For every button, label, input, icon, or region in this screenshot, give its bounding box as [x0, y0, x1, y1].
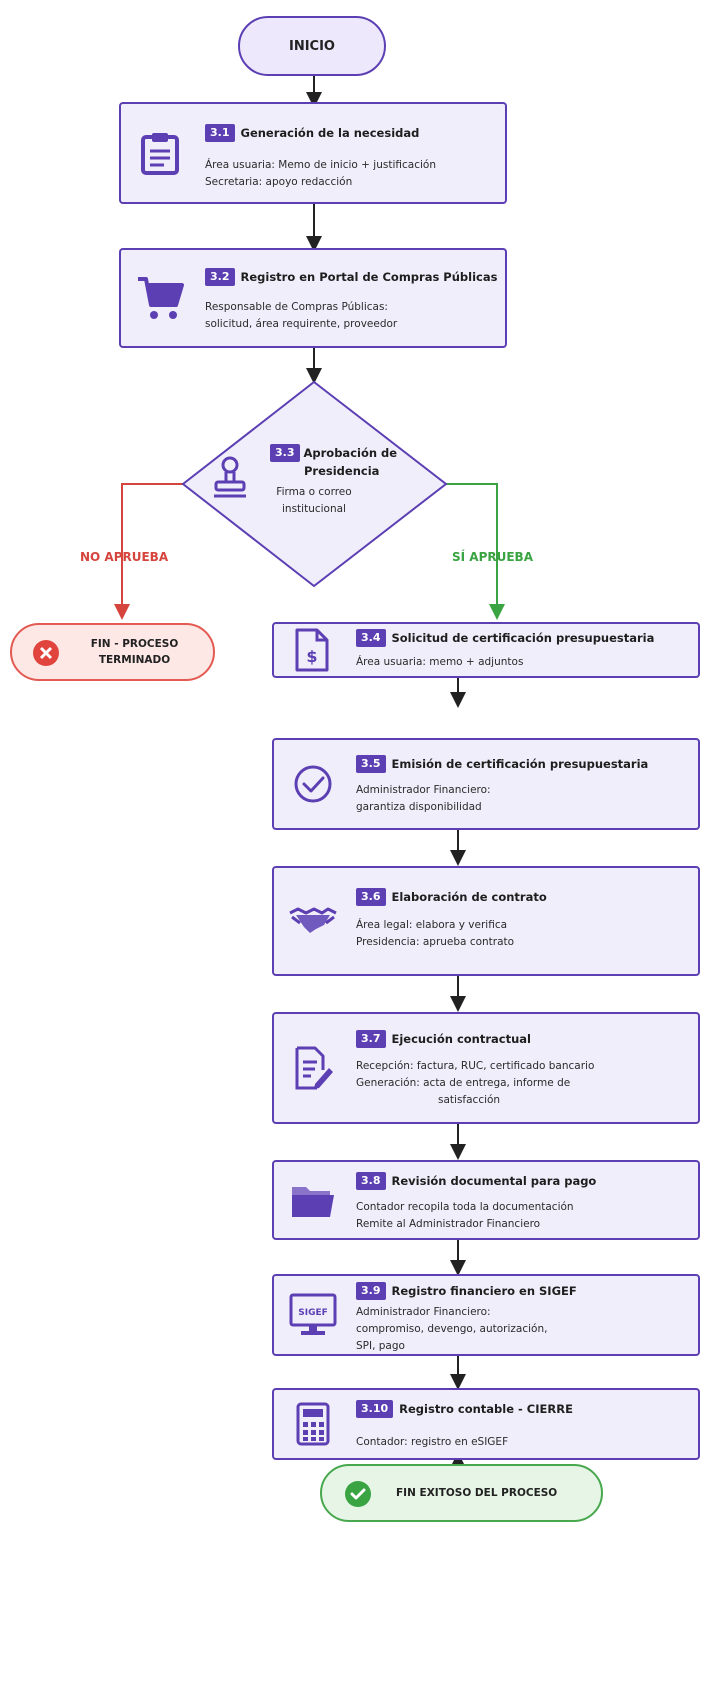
- step-3-6-card: 3.6 Elaboración de contrato Área legal: …: [272, 866, 700, 976]
- monitor-icon-text: SIGEF: [298, 1308, 328, 1318]
- clipboard-icon: [135, 128, 185, 178]
- step-title: Solicitud de certificación presupuestari…: [391, 631, 655, 645]
- check-circle-icon: [288, 759, 338, 809]
- decision-diamond: [181, 380, 448, 588]
- step-line: Firma o correo: [276, 486, 352, 498]
- step-badge: 3.8: [356, 1172, 386, 1190]
- end-success-node: FIN EXITOSO DEL PROCESO: [320, 1464, 603, 1522]
- step-title: Registro en Portal de Compras Públicas: [240, 270, 498, 284]
- end-fail-node: FIN - PROCESO TERMINADO: [10, 623, 215, 681]
- step-title: Emisión de certificación presupuestaria: [391, 757, 649, 771]
- step-title: Elaboración de contrato: [391, 890, 547, 904]
- step-badge: 3.7: [356, 1030, 386, 1048]
- end-success-label: FIN EXITOSO DEL PROCESO: [396, 1487, 558, 1499]
- step-3-5-card: 3.5 Emisión de certificación presupuesta…: [272, 738, 700, 830]
- step-badge: 3.1: [205, 124, 235, 142]
- step-title: Ejecución contractual: [391, 1032, 532, 1046]
- step-3-1-card: 3.1 Generación de la necesidad Área usua…: [119, 102, 507, 204]
- step-3-9-card: SIGEF 3.9 Registro financiero en SIGEF A…: [272, 1274, 700, 1356]
- error-icon: [32, 639, 60, 671]
- branch-yes-label: SÍ APRUEBA: [452, 550, 533, 564]
- step-3-4-card: $ 3.4 Solicitud de certificación presupu…: [272, 622, 700, 678]
- calculator-icon: [288, 1399, 338, 1449]
- step-title: Generación de la necesidad: [240, 126, 420, 140]
- step-title: Registro financiero en SIGEF: [391, 1284, 577, 1298]
- step-line: compromiso, devengo, autorización,: [356, 1323, 548, 1335]
- step-badge: 3.3: [270, 444, 300, 462]
- handshake-icon: [288, 896, 338, 946]
- step-line: solicitud, área requirente, proveedor: [205, 318, 398, 330]
- step-line: Contador recopila toda la documentación: [356, 1201, 574, 1213]
- step-line: Recepción: factura, RUC, certificado ban…: [356, 1060, 595, 1072]
- decision-desc: Firma o correo institucional: [264, 484, 364, 518]
- svg-text:$: $: [306, 647, 317, 666]
- step-title-2: Presidencia: [304, 464, 380, 478]
- step-line: Administrador Financiero:: [356, 784, 491, 796]
- end-fail-line1: FIN - PROCESO: [90, 638, 179, 650]
- document-edit-icon: [288, 1043, 338, 1093]
- cart-icon: [135, 273, 185, 323]
- step-title: Revisión documental para pago: [391, 1174, 597, 1188]
- step-badge: 3.5: [356, 755, 386, 773]
- step-3-7-card: 3.7 Ejecución contractual Recepción: fac…: [272, 1012, 700, 1124]
- step-line: Responsable de Compras Públicas:: [205, 301, 388, 313]
- decision-content: 3.3 Aprobación de Presidencia: [270, 444, 410, 478]
- step-line: Secretaria: apoyo redacción: [205, 176, 353, 188]
- monitor-icon: SIGEF: [288, 1290, 338, 1340]
- step-title: Aprobación de: [303, 446, 398, 460]
- start-label: INICIO: [289, 38, 335, 54]
- document-dollar-icon: $: [286, 625, 336, 675]
- step-line: SPI, pago: [356, 1340, 405, 1352]
- folder-icon: [288, 1175, 338, 1225]
- start-node: INICIO: [238, 16, 386, 76]
- arrow-no-branch: [114, 483, 183, 620]
- step-badge: 3.6: [356, 888, 386, 906]
- step-3-2-card: 3.2 Registro en Portal de Compras Públic…: [119, 248, 507, 348]
- step-line: Contador: registro en eSIGEF: [356, 1436, 509, 1448]
- step-line: Administrador Financiero:: [356, 1306, 491, 1318]
- step-line: institucional: [282, 503, 346, 515]
- step-line: Área usuaria: Memo de inicio + justifica…: [205, 159, 436, 171]
- step-badge: 3.10: [356, 1400, 394, 1418]
- step-line: Área legal: elabora y verifica: [356, 919, 508, 931]
- step-3-10-card: 3.10 Registro contable - CIERRE Contador…: [272, 1388, 700, 1460]
- step-line: Generación: acta de entrega, informe de: [356, 1077, 571, 1089]
- step-line: satisfacción: [438, 1094, 501, 1106]
- step-badge: 3.2: [205, 268, 235, 286]
- step-line: Presidencia: aprueba contrato: [356, 936, 515, 948]
- step-line: Área usuaria: memo + adjuntos: [356, 656, 524, 668]
- step-3-8-card: 3.8 Revisión documental para pago Contad…: [272, 1160, 700, 1240]
- step-badge: 3.9: [356, 1282, 386, 1300]
- step-line: Remite al Administrador Financiero: [356, 1218, 541, 1230]
- step-title: Registro contable - CIERRE: [399, 1402, 573, 1416]
- step-badge: 3.4: [356, 629, 386, 647]
- step-line: garantiza disponibilidad: [356, 801, 482, 813]
- branch-no-label: NO APRUEBA: [80, 550, 169, 564]
- arrow-yes-branch: [446, 483, 505, 620]
- success-icon: [344, 1480, 372, 1512]
- end-fail-line2: TERMINADO: [98, 654, 171, 666]
- stamp-icon: [212, 456, 248, 504]
